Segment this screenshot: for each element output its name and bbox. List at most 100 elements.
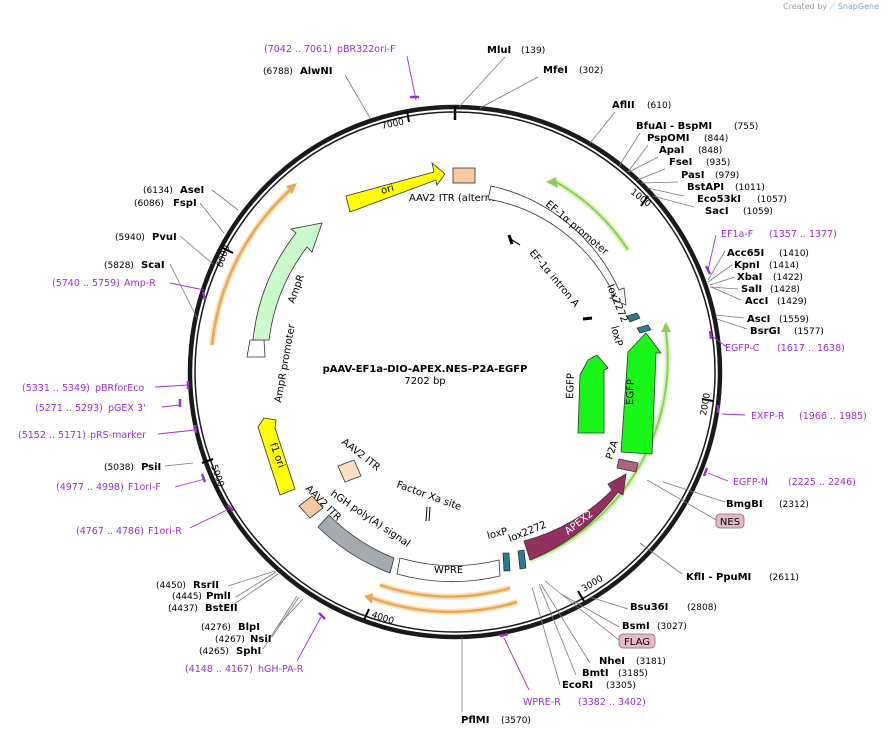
site-aflii[interactable]: AflII(610): [612, 100, 671, 111]
outer-arcs: [209, 177, 671, 615]
primers-7-name: F1ori-R: [148, 526, 182, 537]
site-asei[interactable]: AseI(6134): [143, 185, 204, 196]
site-fsei[interactable]: FseI(935): [669, 157, 730, 168]
site-mlui[interactable]: MluI(139): [487, 45, 545, 56]
sites-6-pos-label: (935): [706, 158, 730, 168]
apex2-arrow[interactable]: [523, 473, 627, 561]
primer-wpre-r[interactable]: WPRE-R(3382 .. 3402): [523, 697, 646, 708]
f1-ori-arrow[interactable]: [257, 417, 296, 496]
primers-10-name: pGEX 3': [108, 403, 146, 414]
sites-4-pos-label: (844): [704, 134, 728, 144]
primer-f1ori-r[interactable]: (4767 .. 4786) F1ori-R: [76, 526, 182, 537]
site-sali[interactable]: SalI(1428): [741, 284, 800, 295]
site-xbai[interactable]: XbaI(1422): [737, 272, 803, 283]
ori-label: ori: [380, 183, 396, 197]
sites-35-pos-label: (6086): [134, 199, 164, 209]
site-scai[interactable]: ScaI(5828): [104, 260, 165, 271]
egfp-inner-arrow[interactable]: [577, 354, 609, 434]
site-kfli-ppumi[interactable]: KflI - PpuMI(2611): [686, 572, 799, 583]
site-pspomi[interactable]: PspOMI (844): [647, 133, 728, 144]
site-nsii[interactable]: NsiI(4267): [215, 634, 271, 645]
site-eco53ki[interactable]: Eco53kI(1057): [697, 194, 787, 205]
site-apai[interactable]: ApaI(848): [659, 145, 722, 156]
sites-16-pos-label: (1559): [779, 315, 809, 325]
sites-11-pos-label: (1410): [779, 249, 809, 259]
site-pasi[interactable]: PasI(979): [681, 170, 739, 181]
aav2-itr-alternate-box[interactable]: [452, 167, 476, 184]
sites-9-name: Eco53kI: [697, 194, 741, 205]
site-pmli[interactable]: PmlI(4445): [172, 591, 231, 602]
primer-hgh-pa-r[interactable]: (4148 .. 4167)hGH-PA-R: [185, 664, 304, 675]
primer-pbr322ori-f[interactable]: (7042 .. 7061)pBR322ori-F: [264, 44, 396, 55]
primers-3-name: EXFP-R: [751, 411, 785, 422]
egfp-outer-arrow[interactable]: [620, 332, 662, 455]
site-bsteii[interactable]: BstEII(4437): [168, 603, 238, 614]
sites-30-name: PmlI: [206, 591, 231, 602]
site-sphi[interactable]: SphI(4265): [199, 646, 261, 657]
primers-1-range: (1357 .. 1377): [769, 229, 837, 240]
primer-egfp-n[interactable]: EGFP-N(2225 .. 2246): [733, 477, 856, 488]
site-asci[interactable]: AscI(1559): [747, 314, 809, 325]
site-bsmi[interactable]: BsmI(3027): [622, 621, 687, 632]
site-pvui[interactable]: PvuI(5940): [115, 232, 177, 243]
site-bsrgi[interactable]: BsrGI(1577): [750, 326, 824, 337]
sites-26-name: SphI: [236, 646, 261, 657]
p2a-box[interactable]: [616, 458, 639, 473]
loxp-a-arrow[interactable]: [636, 324, 652, 334]
sites-19-name: KflI - PpuMI: [686, 572, 751, 583]
primer-f1ori-f[interactable]: (4977 .. 4998)F1ori-F: [56, 482, 161, 493]
sites-27-pos-label: (4267): [215, 635, 245, 645]
site-saci[interactable]: SacI(1059): [705, 206, 773, 217]
site-acci[interactable]: AccI(1429): [745, 296, 807, 307]
sites-24-name: EcoRI: [562, 680, 593, 691]
site-rsrii[interactable]: RsrII(4450): [156, 580, 219, 591]
site-ecori[interactable]: EcoRI (3305): [562, 680, 636, 691]
site-psii[interactable]: PsiI(5038): [104, 462, 161, 473]
sites-21-pos-label: (3027): [657, 622, 687, 632]
site-bmgbi[interactable]: BmgBI(2312): [726, 499, 809, 510]
site-pflmi[interactable]: PflMI(3570): [461, 715, 531, 726]
sites-15-name: AccI: [745, 296, 768, 307]
primer-pgex-3[interactable]: (5271 .. 5293)pGEX 3': [35, 403, 146, 414]
site-bfuai-bspmi[interactable]: BfuAI - BspMI(755): [636, 121, 758, 132]
aav2-itr-inner-box[interactable]: [337, 459, 362, 483]
site-alwni[interactable]: AlwNI(6788): [263, 66, 333, 77]
site-blpi[interactable]: BlpI(4276): [201, 622, 260, 633]
watermark-prefix: Created by: [783, 2, 828, 11]
sites-33-name: ScaI: [141, 260, 165, 271]
lox2272-a-arrow[interactable]: [626, 312, 641, 323]
site-bstapi[interactable]: BstAPI(1011): [687, 182, 765, 193]
site-kpni[interactable]: KpnI(1414): [734, 260, 799, 271]
primer-labels: (7042 .. 7061)pBR322ori-F EF1a-F(1357 ..…: [18, 44, 867, 708]
primer-pbrforeco[interactable]: (5331 .. 5349)pBRforEco: [22, 383, 144, 394]
site-mfei[interactable]: MfeI(302): [543, 65, 603, 76]
loxp-b-arrow[interactable]: [502, 552, 511, 572]
site-fspi[interactable]: FspI(6086): [134, 198, 197, 209]
site-nhei[interactable]: NheI(3181): [599, 656, 666, 667]
wpre-box[interactable]: [396, 557, 501, 582]
primer-ef1a-f[interactable]: EF1a-F(1357 .. 1377): [721, 229, 837, 240]
site-bmti[interactable]: BmtI(3185): [582, 668, 648, 679]
hgh-polya-box[interactable]: [317, 514, 395, 574]
lox2272-b-arrow[interactable]: [517, 549, 527, 570]
primer-amp-r[interactable]: (5740 .. 5759)Amp-R: [52, 278, 156, 289]
aav2-itr-lower-box[interactable]: [298, 495, 324, 519]
ef1a-promoter-arrow[interactable]: [487, 185, 627, 306]
ampr-promoter-arrow[interactable]: [246, 339, 266, 358]
primers-12-name: Amp-R: [124, 278, 156, 289]
sites-20-name: Bsu36I: [630, 602, 668, 613]
sites-4-name: PspOMI: [647, 133, 689, 144]
sites-24-pos-label: (3305): [606, 681, 636, 691]
ampr-arrow[interactable]: [252, 222, 323, 341]
nes-tag[interactable]: [715, 513, 745, 529]
ori-arrow[interactable]: [345, 161, 446, 213]
primer-prs-marker[interactable]: (5152 .. 5171)pRS-marker: [18, 430, 146, 441]
site-bsu36i[interactable]: Bsu36I(2808): [630, 602, 717, 613]
primers-7-range: (4767 .. 4786): [76, 526, 144, 537]
primer-egfp-c[interactable]: EGFP-C(1617 .. 1638): [725, 343, 845, 354]
sites-25-name: PflMI: [461, 715, 489, 726]
flag-tag[interactable]: [618, 633, 656, 649]
site-acc65i[interactable]: Acc65I(1410): [727, 248, 809, 259]
primer-exfp-r[interactable]: EXFP-R(1966 .. 1985): [751, 411, 867, 422]
